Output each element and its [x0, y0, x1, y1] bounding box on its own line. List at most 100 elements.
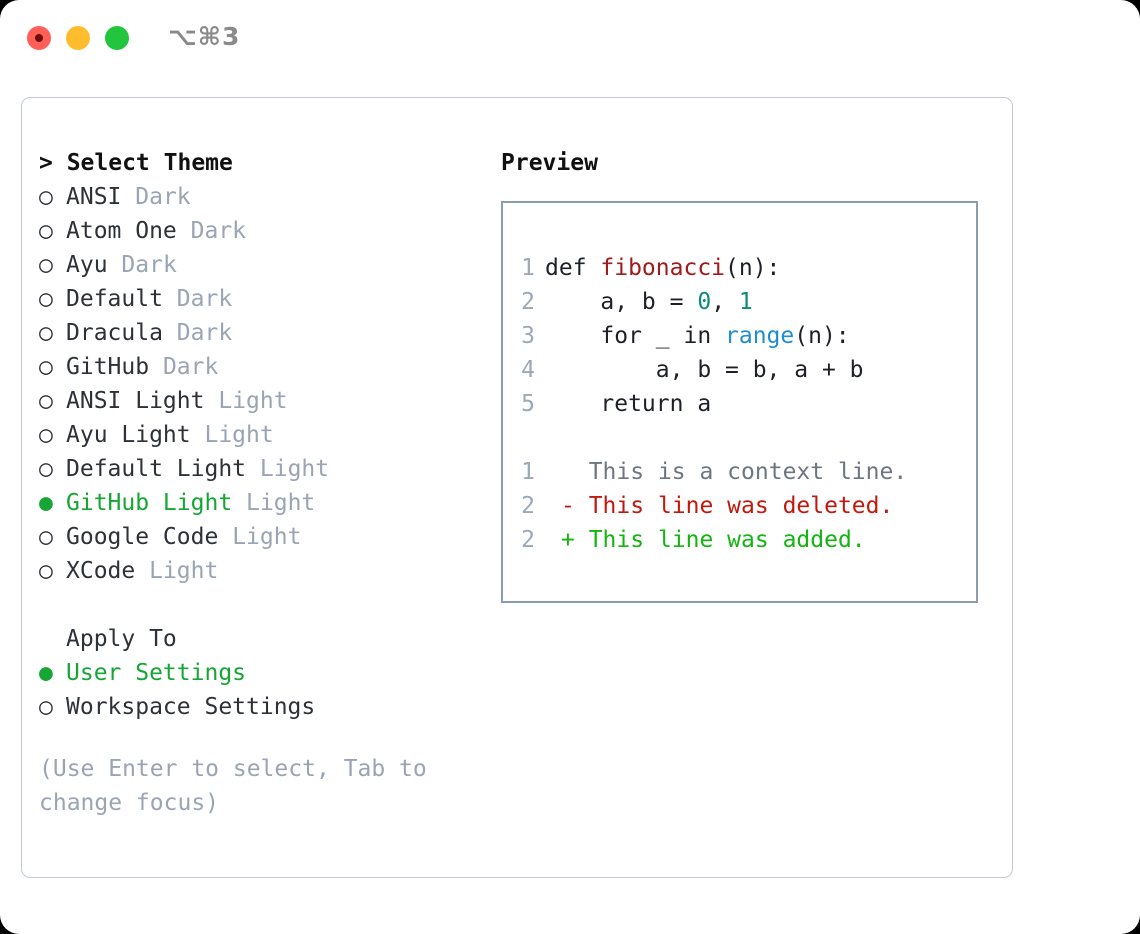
theme-item-variant: Light [259, 456, 330, 482]
radio-unselected-icon[interactable]: ○ [39, 422, 53, 448]
label-suffix-space [204, 384, 218, 418]
diff-sign: + [561, 527, 575, 553]
code-token: a, b = b, a + b [545, 357, 864, 383]
close-icon[interactable] [27, 26, 51, 50]
radio-unselected-icon[interactable]: ○ [39, 388, 53, 414]
radio-unselected-icon[interactable]: ○ [39, 218, 53, 244]
theme-list-item[interactable]: ○ Default Dark [39, 282, 509, 316]
theme-item-label: Ayu [66, 252, 108, 278]
code-line-number: 2 [521, 289, 535, 315]
code-line-text: for _ in range(n): [545, 319, 850, 353]
code-token: range [725, 323, 795, 349]
theme-item-variant: Light [204, 422, 274, 448]
diff-line-text: This line was added. [574, 527, 866, 553]
code-line: 4 a, b = b, a + b [503, 353, 976, 387]
code-token: (n): [794, 323, 850, 349]
label-suffix-space [191, 418, 205, 452]
theme-list-item[interactable]: ○ Ayu Dark [39, 248, 509, 282]
label-suffix-space [163, 282, 177, 316]
theme-item-label: GitHub [66, 354, 150, 380]
code-token: (n): [725, 255, 781, 281]
minimize-icon[interactable] [66, 26, 90, 50]
radio-unselected-icon[interactable]: ○ [39, 558, 53, 584]
radio-unselected-icon[interactable]: ○ [39, 184, 53, 210]
apply-to-item[interactable]: ●User Settings [39, 656, 509, 690]
theme-list-item[interactable]: ○ Ayu Light Light [39, 418, 509, 452]
diff-line-number: 2 [521, 493, 535, 519]
theme-selector-column: > Select Theme ○ANSI Dark○Atom One Dark○… [39, 146, 509, 820]
theme-item-variant: Light [246, 490, 316, 516]
code-line: 5 return a [503, 387, 976, 421]
code-token: def [545, 255, 601, 281]
code-line-number: 4 [521, 357, 535, 383]
diff-line-text: This line was deleted. [574, 493, 894, 519]
code-token: fibonacci [600, 255, 726, 281]
theme-item-label: Default Light [66, 456, 247, 482]
code-line: 1 def fibonacci(n): [503, 251, 976, 285]
code-token: for _ in [545, 323, 726, 349]
code-token: return a [545, 391, 712, 417]
section-title-select-theme: > Select Theme [39, 150, 233, 176]
maximize-icon[interactable] [105, 26, 129, 50]
diff-line: 1 This is a context line. [503, 455, 976, 489]
label-suffix-space [135, 554, 149, 588]
apply-to-list[interactable]: ●User Settings ○ Workspace Settings [39, 656, 509, 724]
theme-item-variant: Dark [176, 286, 233, 312]
apply-to-item[interactable]: ○ Workspace Settings [39, 690, 509, 724]
radio-unselected-icon[interactable]: ○ [39, 456, 53, 482]
label-suffix-space [232, 486, 246, 520]
label-suffix-space [149, 350, 163, 384]
label-suffix-space [108, 248, 122, 282]
radio-unselected-icon[interactable]: ○ [39, 320, 53, 346]
code-token: 1 [738, 289, 753, 315]
radio-unselected-icon[interactable]: ○ [39, 524, 53, 550]
code-line-number: 5 [521, 391, 535, 417]
code-token: 0 [697, 289, 712, 315]
theme-list-item[interactable]: ● GitHub Light Light [39, 486, 509, 520]
theme-item-variant: Dark [190, 218, 247, 244]
label-suffix-space [218, 520, 232, 554]
code-line-number: 3 [521, 323, 535, 349]
theme-item-label: ANSI [66, 184, 122, 210]
radio-selected-icon[interactable]: ● [39, 490, 53, 516]
theme-list-item[interactable]: ○Dracula Dark [39, 316, 509, 350]
diff-line-number: 2 [521, 527, 535, 553]
theme-item-label: Ayu Light [66, 422, 191, 448]
radio-unselected-icon[interactable]: ○ [39, 252, 53, 278]
code-line: 2 a, b = 0, 1 [503, 285, 976, 319]
theme-item-variant: Dark [176, 320, 233, 346]
theme-list-item[interactable]: ○ ANSI Dark [39, 180, 509, 214]
theme-list-item[interactable]: ○XCode Light [39, 554, 509, 588]
theme-list-item[interactable]: ○Google Code Light [39, 520, 509, 554]
apply-to-item-label: Workspace Settings [66, 694, 316, 720]
label-suffix-space [163, 316, 177, 350]
radio-selected-icon[interactable]: ● [39, 660, 53, 686]
code-diff-gap [503, 421, 976, 455]
label-suffix-space [177, 214, 191, 248]
radio-unselected-icon[interactable]: ○ [39, 286, 53, 312]
diff-line: 2 + This line was added. [503, 523, 976, 557]
radio-unselected-icon[interactable]: ○ [39, 354, 53, 380]
radio-unselected-icon[interactable]: ○ [39, 694, 53, 720]
theme-item-variant: Light [232, 524, 302, 550]
theme-item-variant: Light [149, 558, 219, 584]
theme-item-label: Default [66, 286, 163, 312]
preview-title: Preview [501, 150, 598, 176]
main-panel: > Select Theme ○ANSI Dark○Atom One Dark○… [21, 97, 1013, 878]
theme-list-item[interactable]: ○ANSI Light Light [39, 384, 509, 418]
theme-list-item[interactable]: ○Atom One Dark [39, 214, 509, 248]
diff-sign: - [561, 493, 575, 519]
code-line-number: 1 [521, 255, 535, 281]
theme-list[interactable]: ○ANSI Dark○Atom One Dark○Ayu Dark○Defaul… [39, 180, 509, 588]
theme-item-variant: Dark [135, 184, 191, 210]
theme-item-variant: Dark [121, 252, 177, 278]
theme-list-item[interactable]: ○ Default Light Light [39, 452, 509, 486]
theme-item-label: GitHub Light [66, 490, 233, 516]
theme-list-item[interactable]: ○GitHub Dark [39, 350, 509, 384]
diff-line: 2- This line was deleted. [503, 489, 976, 523]
theme-item-variant: Light [218, 388, 288, 414]
code-line-text: a, b = b, a + b [545, 353, 864, 387]
